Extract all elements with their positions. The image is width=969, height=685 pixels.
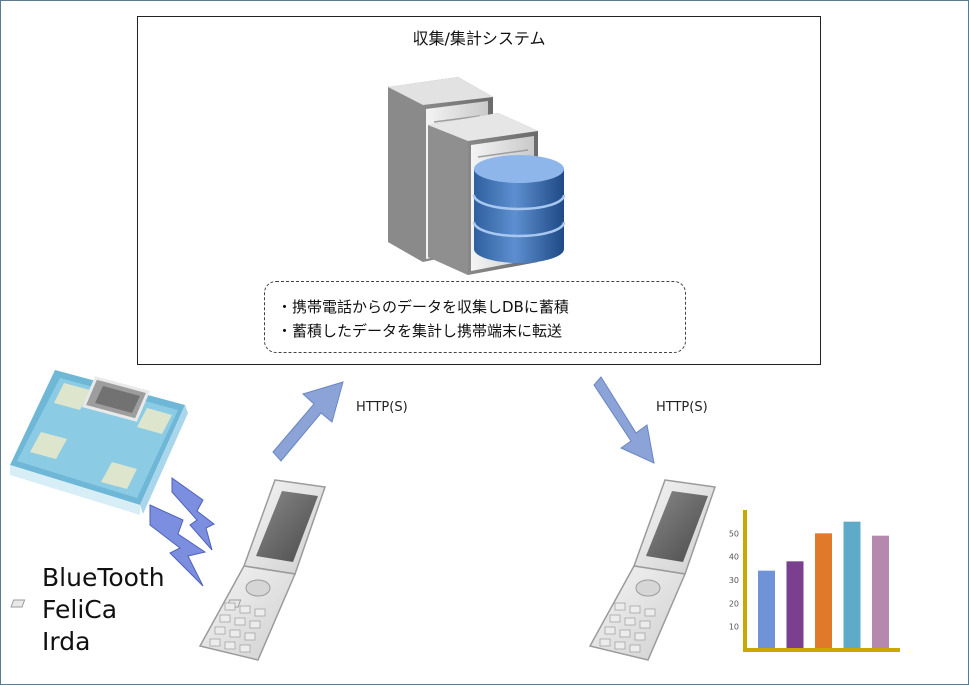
wireless-felica: FeliCa (42, 595, 118, 624)
bar-chart: 10 20 30 40 50 (729, 510, 900, 652)
upload-arrow-icon (272, 381, 344, 462)
upload-protocol-label: HTTP(S) (356, 400, 408, 415)
chart-tick-label: 50 (729, 529, 739, 538)
download-protocol-label: HTTP(S) (656, 400, 708, 415)
system-box: 収集/集計システム (137, 16, 821, 365)
mobile-phone-icon (10, 479, 327, 661)
chart-bar (843, 521, 861, 648)
chart-tick-label: 40 (729, 553, 739, 562)
download-arrow-icon (593, 376, 655, 464)
chart-bar (815, 533, 832, 648)
note-line-aggregate: ・蓄積したデータを集計し携帯端末に転送 (277, 322, 563, 340)
scale-icon (10, 370, 188, 515)
chart-tick-label: 20 (729, 599, 739, 608)
system-title: 収集/集計システム (412, 29, 546, 48)
system-notes: ・携帯電話からのデータを収集しDBに蓄積 ・蓄積したデータを集計し携帯端末に転送 (264, 281, 686, 353)
chart-bar (872, 535, 889, 648)
lightning-icon (149, 477, 215, 587)
chart-tick-label: 10 (729, 623, 739, 632)
chart-tick-label: 30 (729, 576, 739, 585)
wireless-irda: Irda (42, 627, 91, 656)
note-line-collect: ・携帯電話からのデータを収集しDBに蓄積 (277, 298, 569, 316)
wireless-bluetooth: BlueTooth (42, 563, 165, 592)
server-group (388, 77, 566, 275)
mobile-phone-icon (588, 479, 717, 661)
chart-bar (758, 570, 775, 648)
database-icon (472, 155, 566, 263)
wireless-methods: BlueTooth FeliCa Irda (42, 562, 165, 658)
chart-bar (786, 561, 804, 648)
